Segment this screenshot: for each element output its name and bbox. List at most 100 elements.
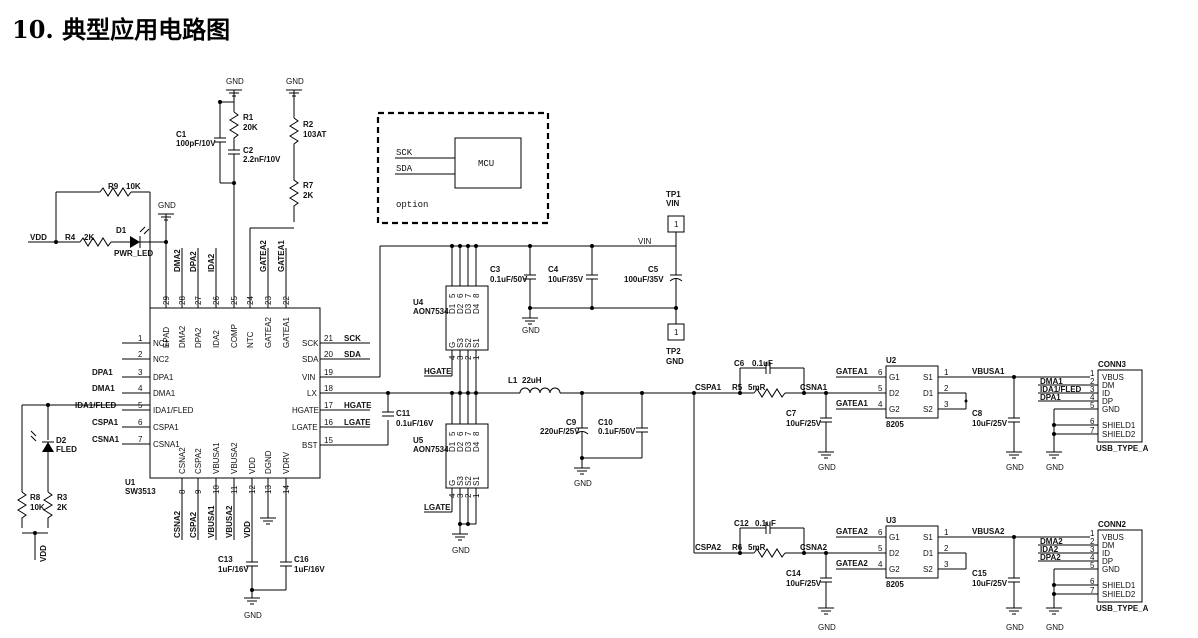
u1-net-label: DMA1 [92,384,115,393]
u1-pin-name: HGATE [292,406,319,415]
c14-ref: C14 [786,569,801,578]
u1-pin-name: IDA2 [212,330,221,348]
fet-pin-name: G [448,480,457,486]
u1-net-label: CSNA1 [92,435,120,444]
gnd-symbol-conn3: GND [1046,451,1064,472]
u1-pin-number: 18 [324,384,333,393]
channel-1: CSPA1 R5 5mR C6 0.1uF CSNA1 C7 10uF/25V … [694,356,1149,472]
gnd-label: GND [574,479,592,488]
r4-value: 2K [84,233,94,242]
usb-pin-number: 1 [1090,529,1095,538]
u1-pin-name: DMA1 [153,389,176,398]
c11-value: 0.1uF/16V [396,419,434,428]
u1-pin-number: 16 [324,418,333,427]
net-gatea1-2: GATEA1 [836,399,868,408]
fet-pin-number: 8 [472,293,481,298]
gnd-symbol-c13: GND [244,597,262,620]
usb-pin-number: 4 [1090,393,1095,402]
u1-pin-number: 6 [138,418,143,427]
resistor-r8 [17,491,27,528]
dual-fet-pin-name: G2 [889,565,900,574]
u1-net-label: DPA1 [92,368,113,377]
option-sda-label: SDA [396,164,413,174]
u1-pin-name: IDA1/FLED [153,406,194,415]
c4-ref: C4 [548,265,559,274]
led-d2 [42,442,54,452]
c11-ref: C11 [396,409,411,418]
option-box: MCU SCK SDA option [376,111,550,225]
gnd-symbol-c3: GND [522,317,540,335]
r2-value: 103AT [303,130,327,139]
c15-ref: C15 [972,569,987,578]
u1-pin-number: 3 [138,368,143,377]
c2-ref: C2 [243,146,254,155]
usb-net-label: IDA2 [1040,545,1059,554]
usb-pin-number: 7 [1090,586,1095,595]
u5-value: AON7534 [413,445,449,454]
usb-pin-number: 3 [1090,545,1095,554]
fet-pin-name: D4 [472,441,481,452]
fet-pin-name: S2 [464,476,473,486]
inductor-l1 [519,387,561,394]
d2-value: FLED [56,445,77,454]
gnd-symbol-c9: GND [574,467,592,488]
gnd-label: GND [452,546,470,555]
c12-value: 0.1uF [755,519,776,528]
fet-pin-number: 7 [464,431,473,436]
u1-net-label: VDD [243,521,252,538]
option-label: option [396,200,428,210]
net-gatea1: GATEA1 [836,367,868,376]
u1-pin-name: GATEA1 [282,316,291,348]
dual-fet-pin-number: 2 [944,384,949,393]
u1-pin-number: 26 [212,296,221,305]
u1-pin-number: 9 [194,489,203,494]
dual-fet-pin-name: G1 [889,533,900,542]
net-cspa1: CSPA1 [695,383,722,392]
usb-net-label: IDA1/FLED [1040,385,1082,394]
fet-pin-number: 5 [448,293,457,298]
u1-net-label: DPA2 [189,251,198,272]
c12-ref: C12 [734,519,749,528]
dual-fet-pin-name: G1 [889,373,900,382]
input-caps: C3 0.1uF/50V C4 10uF/35V C5 100uF/35V GN… [490,190,685,366]
r9-ref: R9 [108,182,119,191]
dual-fet-pin-name: S2 [923,565,933,574]
dual-fet-pin-number: 1 [944,528,949,537]
l1-ref: L1 [508,376,518,385]
dual-fet-pin-name: D2 [889,549,900,558]
c13-value: 1uF/16V [218,565,249,574]
resistor-r1 [229,111,239,143]
usb-net-label: DMA1 [1040,377,1063,386]
tp2-pin: 1 [674,328,679,337]
gnd-symbol-c15: GND [1006,607,1024,632]
u1-pin-name: LGATE [292,423,318,432]
u1-pin-name: VIN [302,373,316,382]
usb-pin-name: SHIELD2 [1102,430,1136,439]
test-point-tp2 [667,323,685,341]
usb-pin-name: DM [1102,541,1115,550]
gnd-symbol-c14: GND [818,607,836,632]
c9-ref: C9 [566,418,577,427]
u1-pin-number: 4 [138,384,143,393]
output-stage: L1 22uH C9 220uF/25V C10 0.1uF/50V GND [508,376,696,553]
usb-net-label: DMA2 [1040,537,1063,546]
u1-pin-number: 10 [212,485,221,494]
dual-fet-u3 [885,525,939,579]
u1-net-label: LGATE [344,418,371,427]
resistor-r5 [753,388,786,398]
r9-value: 10K [126,182,141,191]
u1-net-label: VBUSA1 [207,505,216,538]
usb-pin-name: SHIELD1 [1102,581,1136,590]
page-title: 10. 典型应用电路图 [12,15,231,44]
l1-value: 22uH [522,376,542,385]
vdd-label: VDD [30,233,47,242]
u1-pin-name: SDA [302,355,319,364]
u1-pin-name: EPAD [162,327,171,348]
u1-net-label: HGATE [344,401,372,410]
resistor-r4 [79,237,112,247]
gnd-symbol-r2: GND [286,77,304,118]
mcu-label: MCU [478,159,494,169]
c15-value: 10uF/25V [972,579,1008,588]
net-vin: VIN [638,237,652,246]
u1-net-label: IDA2 [207,253,216,272]
